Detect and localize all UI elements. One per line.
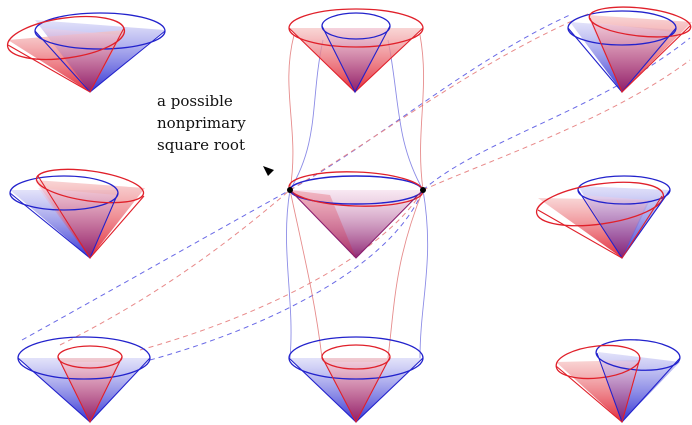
vertical-connector-red-left-top xyxy=(288,34,295,191)
cone-top-left xyxy=(6,12,166,93)
intersection-point-right xyxy=(420,187,426,193)
cone-bottom-left-overlap xyxy=(62,362,118,422)
cone-middle-center-edges xyxy=(289,189,424,259)
cone-middle-center-body xyxy=(290,190,423,258)
cone-middle-right-overlap xyxy=(582,195,648,258)
vertical-connectors xyxy=(286,34,429,359)
cone-middle-left xyxy=(9,168,145,259)
vertical-connector-blue-right-top xyxy=(387,39,424,191)
cone-middle-right-red-edges xyxy=(537,195,663,259)
annotation-line-1: a possible xyxy=(157,92,233,110)
cone-middle-left-red-edges xyxy=(37,175,145,259)
cone-top-right-red-edges xyxy=(589,17,691,93)
cone-top-center xyxy=(288,8,424,94)
dashed-connector-blue-3 xyxy=(289,13,573,191)
annotation-arrow xyxy=(263,166,274,176)
intersection-point-left xyxy=(287,187,293,193)
vertical-connector-red-left-bottom xyxy=(289,189,323,359)
cone-top-right-red-rim xyxy=(588,6,692,38)
cone-bottom-left xyxy=(17,336,151,424)
cone-bottom-center xyxy=(288,336,424,424)
cone-middle-center xyxy=(287,171,426,259)
vertical-connector-blue-right-bottom xyxy=(419,189,429,359)
dashed-connector-red-2 xyxy=(139,189,424,351)
cone-top-center-blue-edges xyxy=(321,25,391,94)
vertical-connector-blue-left-bottom xyxy=(286,189,292,359)
cone-middle-left-red-rim xyxy=(35,168,145,204)
cone-bottom-right-red-edges xyxy=(555,357,641,423)
cone-middle-right-red-rim xyxy=(535,181,665,227)
cone-top-center-overlap xyxy=(323,28,389,92)
annotation-line-2: nonprimary xyxy=(157,114,246,132)
dashed-connectors xyxy=(21,13,691,361)
cone-bottom-right xyxy=(555,339,681,424)
dashed-connector-red-1 xyxy=(59,189,291,346)
dashed-connector-blue-2 xyxy=(149,189,424,361)
annotation-line-3: square root xyxy=(157,136,245,154)
dashed-connector-red-4 xyxy=(422,59,691,191)
dashed-connector-blue-1 xyxy=(21,189,291,341)
vertical-connector-red-right-top xyxy=(419,34,424,191)
cone-top-right-overlap xyxy=(590,22,672,92)
cone-top-left-overlap xyxy=(42,28,120,92)
cone-bottom-center-overlap xyxy=(326,362,386,422)
cone-bottom-right-overlap xyxy=(600,360,640,422)
cone-bottom-center-red-edges xyxy=(321,356,391,424)
dashed-connector-blue-4 xyxy=(422,37,691,191)
cone-top-right xyxy=(567,6,692,93)
cone-top-left-red-rim xyxy=(6,15,126,61)
cone-top-left-red-edges xyxy=(7,27,125,93)
cone-middle-right xyxy=(535,175,671,259)
arrowhead xyxy=(263,166,274,176)
cone-middle-left-overlap xyxy=(38,188,116,258)
dashed-connector-red-3 xyxy=(289,13,589,191)
vertical-connector-red-right-bottom xyxy=(387,189,424,359)
cone-bottom-left-red-edges xyxy=(57,356,123,424)
vertical-connector-blue-left-top xyxy=(289,39,324,191)
